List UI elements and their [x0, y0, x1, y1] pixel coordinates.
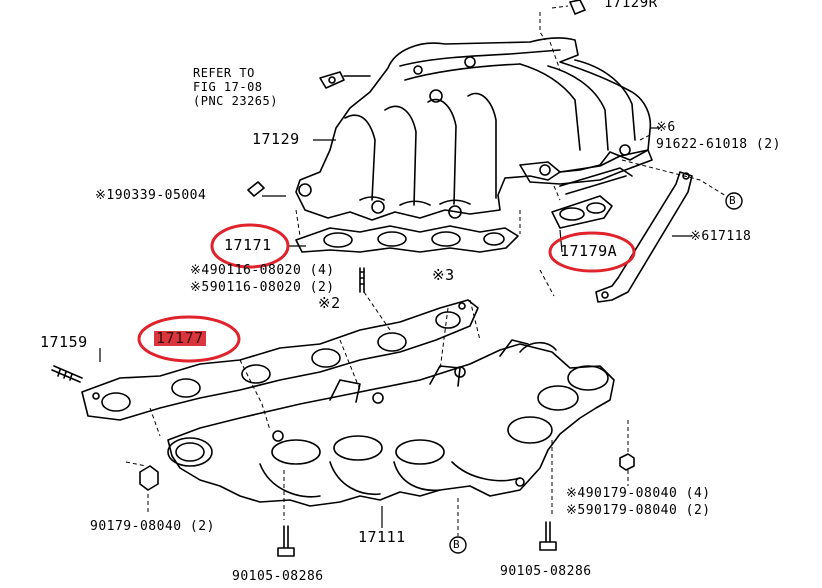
- stay-617118: [595, 171, 693, 303]
- label-17179A: 17179A: [560, 242, 618, 260]
- label-590179: ※590179-08040 (2): [566, 503, 711, 518]
- label-17177: 17177: [154, 329, 206, 347]
- label-17129: 17129: [252, 130, 300, 148]
- lower-intake-manifold: [167, 339, 615, 507]
- label-617118: ※617118: [690, 229, 752, 244]
- label-17171: 17171: [224, 236, 272, 254]
- label-17159: 17159: [40, 333, 88, 351]
- gasket-17171: [295, 225, 519, 253]
- callout-b-right: [725, 192, 743, 210]
- label-490116: ※490116-08020 (4): [190, 263, 335, 278]
- label-17129R: 17129R: [604, 0, 658, 11]
- callout-b-bottom-letter: B: [453, 538, 461, 551]
- callout-b-bottom: [449, 536, 467, 554]
- label-note-6: ※6: [656, 120, 676, 135]
- gasket-17179A: [551, 167, 633, 229]
- label-note-2: ※2: [318, 294, 341, 312]
- highlight-circle-17177: [137, 315, 241, 363]
- label-90105-right: 90105-08286: [500, 564, 592, 579]
- label-90105-left: 90105-08286: [232, 569, 324, 584]
- highlight-circle-17179A: [548, 231, 636, 273]
- label-note-3: ※3: [432, 266, 455, 284]
- label-190339: ※190339-05004: [95, 188, 207, 203]
- label-590116: ※590116-08020 (2): [190, 280, 335, 295]
- label-91622: 91622-61018 (2): [656, 137, 781, 152]
- label-490179: ※490179-08040 (4): [566, 486, 711, 501]
- upper-intake-plenum: [247, 0, 653, 221]
- label-90179: 90179-08040 (2): [90, 519, 215, 534]
- highlight-circle-17171: [210, 223, 290, 269]
- label-refer-to: REFER TO FIG 17-08 (PNC 23265): [193, 66, 278, 108]
- label-17111: 17111: [358, 528, 406, 546]
- callout-b-right-letter: B: [729, 194, 737, 207]
- gasket-17177: [81, 299, 479, 421]
